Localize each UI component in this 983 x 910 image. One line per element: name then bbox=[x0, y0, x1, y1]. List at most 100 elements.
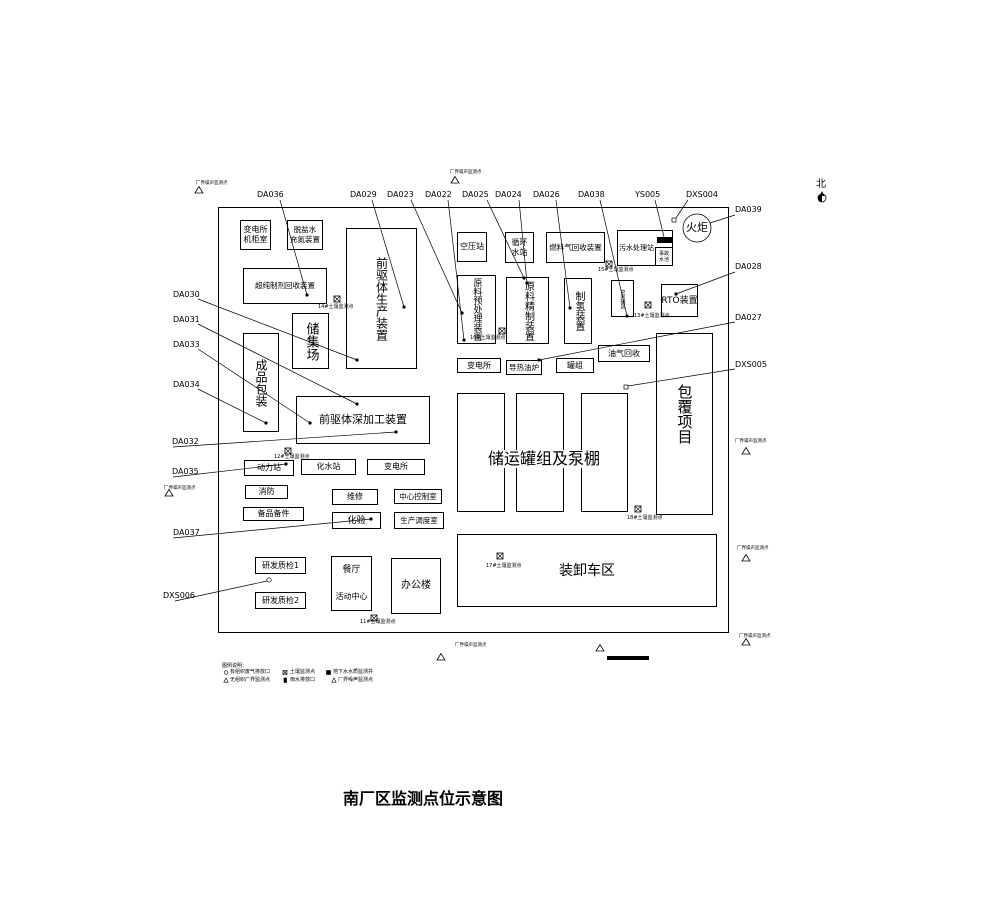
groundwater-well-marker bbox=[623, 384, 629, 390]
facility-label: 污水处理站 bbox=[619, 244, 654, 252]
spare-parts-warehouse: 备品备件 bbox=[243, 507, 304, 521]
monitoring-point-label: YS005 bbox=[635, 190, 661, 199]
open-triangle-icon bbox=[331, 677, 337, 683]
soil-monitoring-marker bbox=[333, 295, 341, 303]
rd-qc-building-1: 研发质检1 bbox=[255, 557, 306, 574]
plant-boundary bbox=[218, 207, 729, 633]
leader-line-da039 bbox=[709, 214, 736, 224]
soil-monitoring-marker bbox=[634, 505, 642, 513]
leader-line-dxs005 bbox=[627, 368, 736, 387]
leader-line-da037 bbox=[172, 518, 372, 539]
facility-label: 中心控制室 bbox=[399, 491, 437, 501]
facility-label: 脱盐水 bbox=[293, 225, 317, 234]
precursor-deep-processing-unit: 前驱体深加工装置 bbox=[296, 396, 430, 444]
legend-title: 图例说明： bbox=[222, 663, 248, 669]
legend-item-label: 土壤监测点 bbox=[290, 669, 316, 675]
tank-farm-label: 储运罐组及泵棚 bbox=[488, 449, 601, 468]
open-triangle-icon bbox=[223, 677, 229, 683]
facility-label: 包覆项目 bbox=[675, 384, 694, 444]
monitoring-point-label: DA024 bbox=[495, 190, 522, 199]
leader-line-da026 bbox=[555, 199, 571, 309]
substation-control-room: 变电所 机柜室 bbox=[240, 220, 271, 250]
tank-group: 罐组 bbox=[556, 358, 594, 373]
leader-line-da036 bbox=[279, 199, 308, 296]
desalted-water-unit: 脱盐水 充氮装置 bbox=[287, 220, 323, 250]
legend-item-label: 地下水水质监测井 bbox=[333, 669, 374, 675]
boundary-point-triangle bbox=[741, 553, 751, 562]
substation-east: 变电所 bbox=[457, 358, 501, 373]
monitoring-point-label: DXS005 bbox=[735, 360, 767, 369]
soil-point-label: 15#土壤监测点 bbox=[598, 267, 634, 273]
coating-project: 包覆项目 bbox=[656, 333, 713, 515]
facility-label: 成品包装 bbox=[254, 358, 268, 407]
facility-label: 变电所 bbox=[384, 462, 408, 471]
facility-label: 装卸车区 bbox=[559, 562, 615, 579]
leader-line-da023 bbox=[410, 199, 463, 314]
legend-item-label: 有组织废气排放口 bbox=[230, 669, 271, 675]
facility-label: 原料精制装置 bbox=[522, 280, 534, 341]
emission-point-marker bbox=[355, 402, 359, 406]
monitoring-point-label: DA027 bbox=[735, 313, 762, 322]
facility-label: 化验 bbox=[347, 515, 366, 526]
facility-label: 办公楼 bbox=[401, 580, 431, 591]
production-dispatch-room: 生产调度室 bbox=[394, 512, 444, 529]
boundary-point-label: 厂界噪声监测点 bbox=[455, 643, 487, 648]
leader-lines bbox=[172, 199, 736, 602]
facility-label: 活动中心 bbox=[335, 591, 368, 601]
flare-circle bbox=[682, 213, 712, 243]
leader-line-da028 bbox=[675, 271, 736, 295]
facility-label: 充氮装置 bbox=[290, 235, 320, 244]
scale-bar bbox=[607, 656, 649, 660]
product-packaging: 成品包装 bbox=[243, 333, 279, 432]
water-treatment-station: 化水站 bbox=[301, 459, 356, 475]
leader-line-da029 bbox=[371, 199, 405, 308]
office-building: 办公楼 bbox=[391, 558, 441, 614]
monitoring-point-label: DA037 bbox=[173, 528, 200, 537]
leader-line-da027 bbox=[538, 321, 736, 361]
facility-label: 水站 bbox=[511, 247, 528, 257]
fire-station: 消防 bbox=[245, 485, 288, 499]
filled-square-icon bbox=[326, 670, 331, 675]
precursor-production-unit: 前驱体生产装置 bbox=[346, 228, 417, 369]
leader-line-da038 bbox=[599, 199, 628, 317]
facility-label: 动力站 bbox=[257, 463, 281, 472]
monitoring-point-label: DA031 bbox=[173, 315, 200, 324]
open-circle-icon bbox=[223, 670, 229, 675]
facility-label: 空压站 bbox=[460, 242, 484, 251]
emission-point-marker bbox=[369, 517, 373, 521]
monitoring-point-label: DA034 bbox=[173, 380, 200, 389]
legend-item-label: 厂界噪声监测点 bbox=[338, 677, 374, 683]
facility-label: 事故 bbox=[658, 250, 669, 257]
vapor-recovery-unit: 油气回收 bbox=[598, 345, 650, 362]
monitoring-point-label: DA029 bbox=[350, 190, 377, 199]
facility-label: 油气回收 bbox=[608, 348, 640, 358]
leader-line-da033 bbox=[197, 348, 311, 424]
boundary-point-label: 厂界噪声监测点 bbox=[735, 439, 767, 444]
facility-label: 前驱体生产装置 bbox=[374, 256, 389, 341]
soil-monitoring-marker bbox=[370, 614, 378, 622]
facility-label: 循环 bbox=[511, 237, 528, 247]
boundary-monitoring-markers bbox=[164, 175, 751, 661]
air-compressor-station: 空压站 bbox=[457, 232, 487, 262]
facility-label: 化水站 bbox=[316, 462, 341, 471]
soil-monitoring-marker bbox=[605, 260, 613, 268]
leader-line-dxs006 bbox=[174, 580, 268, 602]
facility-label: 研发质检2 bbox=[261, 595, 300, 605]
emission-point-marker bbox=[284, 462, 288, 466]
emission-point-marker bbox=[460, 311, 464, 315]
boundary-point-triangle bbox=[450, 175, 460, 184]
soil-point-label: 14#土壤监测点 bbox=[318, 304, 354, 310]
cooling-water-station: 循环 水站 bbox=[505, 232, 534, 263]
boundary-point-label: 厂界噪声监测点 bbox=[196, 181, 228, 186]
facility-label: 燃料气回收装置 bbox=[549, 242, 602, 252]
facility-label: 变电所 bbox=[243, 225, 268, 234]
facility-label: 变电所 bbox=[467, 360, 491, 370]
substation-south: 变电所 bbox=[367, 459, 425, 475]
boundary-point-label: 厂界噪声监测点 bbox=[737, 546, 769, 551]
raw-material-pretreatment-unit: 原料预处理装置 bbox=[457, 275, 496, 344]
emission-point-marker bbox=[402, 305, 406, 309]
maintenance-workshop: 维修 bbox=[332, 489, 378, 505]
raw-material-refining-unit: 原料精制装置 bbox=[506, 277, 549, 344]
facility-label: 研发质检1 bbox=[261, 560, 300, 570]
